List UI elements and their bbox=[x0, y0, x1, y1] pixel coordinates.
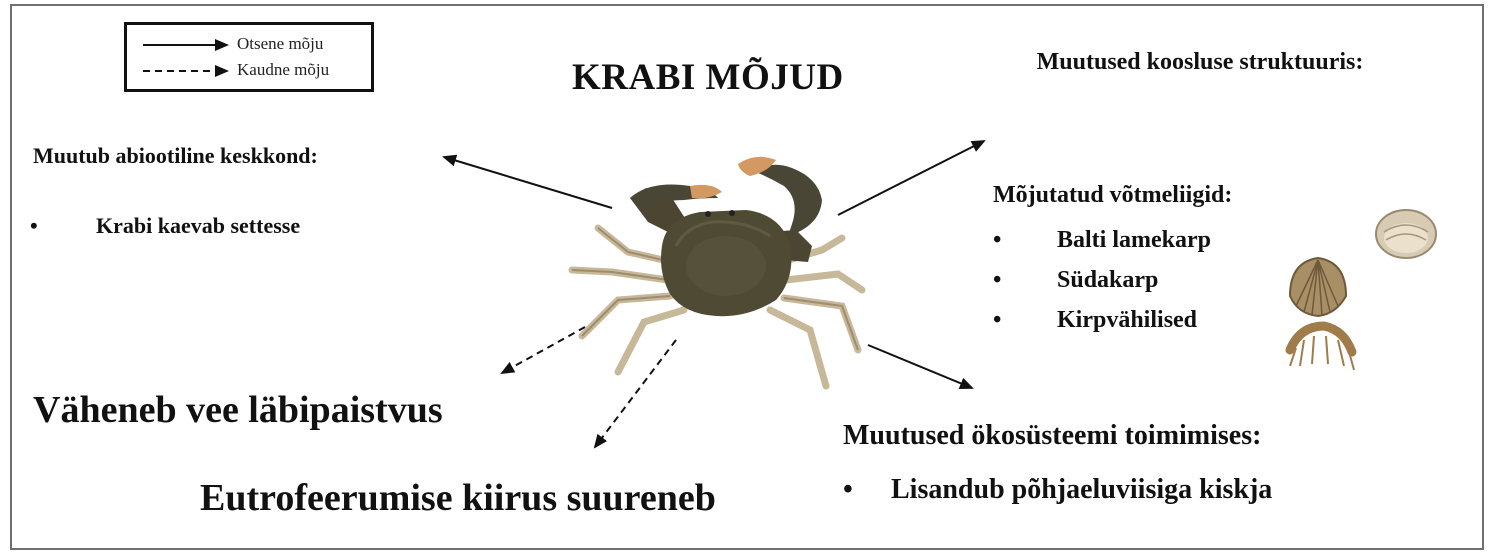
cockle-icon bbox=[1290, 258, 1346, 316]
crab-icon bbox=[572, 157, 862, 386]
baltic-clam-icon bbox=[1376, 210, 1436, 258]
amphipod-icon bbox=[1290, 326, 1354, 370]
